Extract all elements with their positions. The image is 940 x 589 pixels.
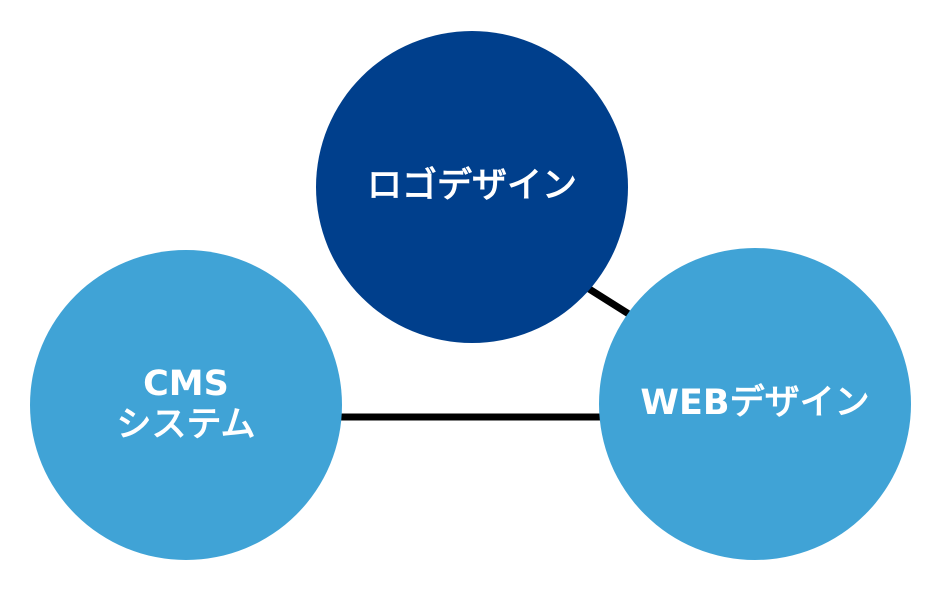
node-cms-system: CMS システム — [30, 250, 342, 560]
connector-logo-to-web — [584, 284, 634, 319]
node-label-web-design: WEBデザイン — [640, 383, 870, 424]
node-web-design: WEBデザイン — [599, 248, 911, 560]
node-logo-design: ロゴデザイン — [316, 31, 628, 343]
node-label-cms: CMS — [143, 363, 229, 404]
node-label-logo-design: ロゴデザイン — [366, 166, 577, 207]
node-label-system: システム — [116, 405, 256, 445]
